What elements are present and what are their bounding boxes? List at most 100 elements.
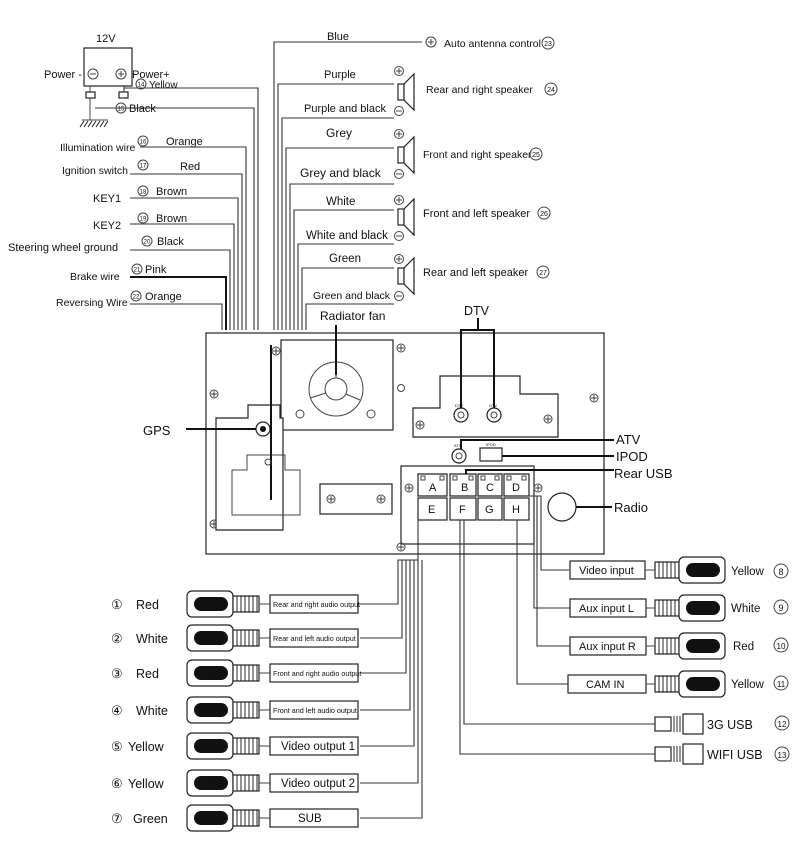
output-label-box (269, 700, 359, 720)
rca-plug-icon (186, 769, 270, 797)
input-cam: CAM IN Yellow 11 (567, 670, 789, 698)
output-num: ② (111, 631, 123, 646)
usb-3g-num: 12 (778, 720, 787, 729)
svg-text:C: C (486, 482, 494, 494)
output-label: Front and right audio output (273, 669, 361, 678)
usb-plug-icon (654, 713, 704, 735)
num-25: 25 (532, 152, 540, 159)
label-auto-antenna: Auto antenna control (444, 38, 541, 50)
num-24: 24 (547, 87, 555, 94)
output-color: Yellow (128, 777, 165, 791)
speaker-icon (394, 195, 415, 241)
screw-icon (396, 343, 406, 353)
usb-wifi-label: WIFI USB (707, 748, 763, 762)
output-num: ③ (111, 666, 123, 681)
input-aux-l: Aux input L White 9 (569, 594, 789, 622)
rca-plug-icon (186, 590, 270, 618)
label-reversing: Reversing Wire (56, 297, 128, 309)
output-label-box (269, 773, 359, 793)
svg-text:E: E (428, 504, 435, 516)
wire-num-20: 20 (144, 240, 151, 246)
port-dtv-1: DTV (455, 403, 463, 408)
connector-f: F (449, 497, 477, 521)
output-wire-harness (360, 520, 423, 819)
dtv-port-icon (453, 407, 469, 423)
rca-plug-icon (646, 632, 726, 660)
power-voltage: 12V (96, 33, 116, 45)
output-label: Video output 2 (281, 778, 355, 790)
wire-num-15: 15 (118, 107, 125, 113)
connector-g: G (477, 497, 503, 521)
input-aux-r-label: Aux input R (579, 641, 636, 653)
output-label: SUB (298, 813, 322, 825)
connector-d: D (503, 473, 530, 497)
wire-color-red: Red (180, 161, 200, 173)
speaker-wire-group: Blue Auto antenna control 23 Purple Purp… (273, 31, 558, 330)
label-key2: KEY2 (93, 220, 121, 232)
output-label-box (269, 663, 359, 683)
output-color: Red (136, 667, 159, 681)
speaker-27-label: Rear and left speaker (423, 267, 529, 279)
screw-icon (543, 414, 553, 424)
output-label: Video output 1 (281, 741, 355, 753)
rca-plug-icon (646, 670, 726, 698)
rca-plug-icon (186, 732, 270, 760)
connector-c: C (477, 473, 503, 497)
output-item: ⑥ Yellow Video output 2 (111, 769, 359, 797)
output-color: White (136, 632, 168, 646)
input-aux-r-color: Red (733, 641, 754, 653)
speaker-26-label: Front and left speaker (423, 208, 530, 220)
connector-e: E (417, 497, 448, 521)
rear-usb-label: Rear USB (614, 466, 673, 481)
head-unit-body: Radiator fan GPS DTV DTV DTV ATV IPOD AT… (143, 304, 673, 555)
screw-icon (396, 542, 406, 552)
label-key1: KEY1 (93, 193, 121, 205)
wire-color-orange-22: Orange (145, 291, 182, 303)
atv-label: ATV (616, 432, 641, 447)
input-wire-harness (459, 495, 655, 755)
screw-icon (533, 483, 543, 493)
usb-wifi: WIFI USB 13 (654, 743, 790, 765)
wire-color-yellow: Yellow (149, 80, 178, 91)
connector-a: A (417, 473, 448, 497)
speaker-25-neg-color: Grey and black (300, 166, 382, 180)
wire-color-brown-18: Brown (156, 186, 187, 198)
rca-plug-icon (646, 594, 726, 622)
port-atv: ATV (454, 443, 462, 448)
screw-icon (271, 346, 281, 356)
rca-plug-icon (186, 624, 270, 652)
input-aux-l-label: Aux input L (579, 603, 634, 615)
output-num: ⑥ (111, 776, 123, 791)
wire-num-19: 19 (140, 217, 147, 223)
wire-color-black-20: Black (157, 236, 184, 248)
label-illumination: Illumination wire (60, 142, 135, 154)
speaker-24-label: Rear and right speaker (426, 84, 533, 96)
wire-num-22: 22 (133, 295, 140, 301)
screw-icon (326, 494, 336, 504)
speaker-24-pos-color: Purple (324, 69, 356, 81)
output-label-box (269, 808, 359, 828)
output-label-box (269, 628, 359, 648)
speaker-26-pos-color: White (326, 196, 355, 208)
num-23: 23 (544, 41, 552, 48)
svg-text:G: G (485, 504, 494, 516)
screw-icon (589, 393, 599, 403)
power-plus-label: Power+ (132, 69, 170, 81)
input-cam-num: 11 (777, 680, 786, 689)
output-color: Red (136, 598, 159, 612)
output-num: ① (111, 597, 123, 612)
wire-color-black: Black (129, 103, 156, 115)
rca-plug-icon (186, 659, 270, 687)
ipod-label: IPOD (616, 449, 648, 464)
output-label-box (269, 594, 359, 614)
rca-plug-icon (186, 696, 270, 724)
wire-color-pink: Pink (145, 264, 167, 276)
wire-num-16: 16 (140, 140, 147, 146)
svg-text:A: A (429, 482, 437, 494)
usb-plug-icon (654, 743, 704, 765)
